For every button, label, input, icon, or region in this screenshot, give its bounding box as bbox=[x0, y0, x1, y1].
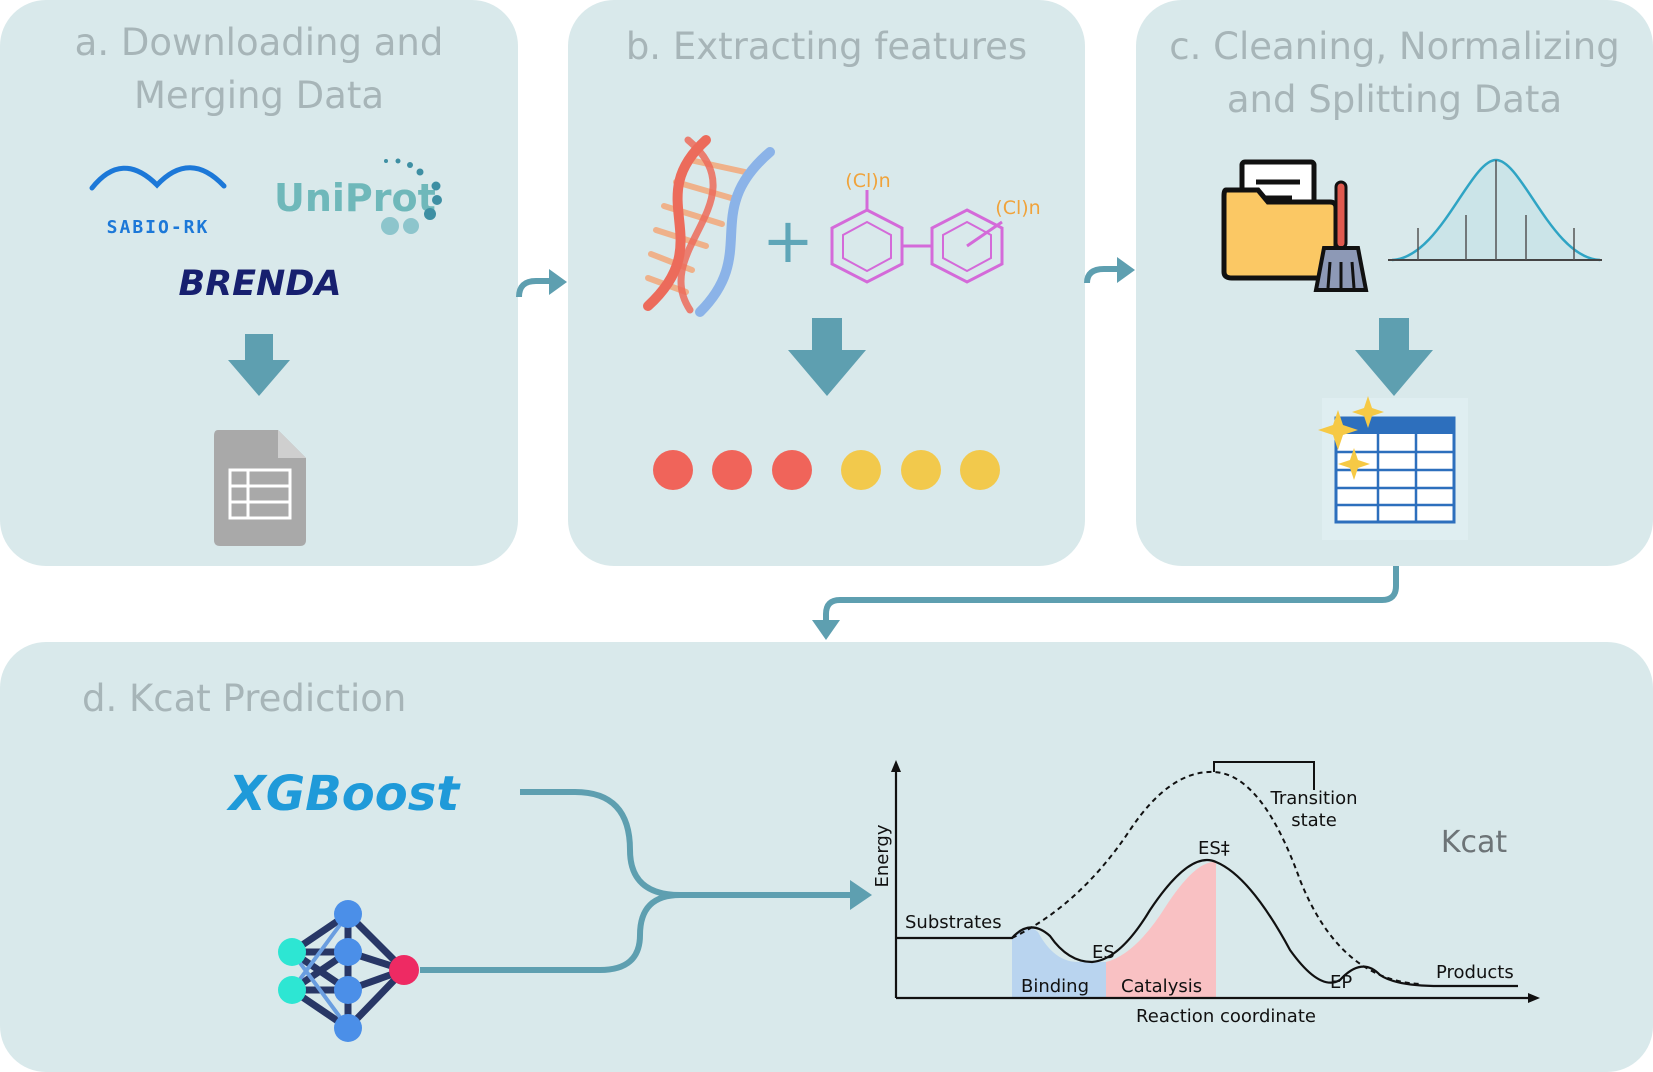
plus-sign: + bbox=[762, 204, 814, 277]
feature-vector bbox=[653, 450, 1000, 490]
arrow-b-to-c bbox=[1084, 266, 1118, 284]
catalysis-region bbox=[1106, 861, 1216, 998]
feature-dot bbox=[772, 450, 812, 490]
panel-a-title: a. Downloading and Merging Data bbox=[74, 21, 444, 117]
binding-region bbox=[1012, 927, 1106, 998]
xgboost-logo: XGBoost bbox=[226, 766, 462, 822]
spreadsheet-file-icon bbox=[214, 430, 306, 546]
chem-label-2: (Cl)n bbox=[995, 197, 1040, 219]
transition-state-bracket bbox=[1213, 761, 1315, 790]
binding-label: Binding bbox=[1021, 976, 1089, 997]
normal-distribution-icon bbox=[1388, 158, 1602, 262]
down-arrow-icon bbox=[1355, 318, 1433, 396]
merge-arrow-icon bbox=[420, 789, 872, 973]
substrates-label: Substrates bbox=[905, 912, 1002, 933]
panel-kcat-prediction bbox=[0, 642, 1653, 1072]
feature-dot bbox=[841, 450, 881, 490]
uncatalyzed-curve bbox=[1011, 770, 1421, 985]
energy-diagram: Energy Reaction coordinate Substrates ES… bbox=[872, 760, 1540, 1027]
energy-axis-label: Energy bbox=[872, 824, 893, 887]
uniprot-logo-icon: UniProt bbox=[274, 158, 442, 235]
es-label: ES bbox=[1092, 942, 1115, 963]
arrow-a-to-b bbox=[516, 278, 550, 298]
neural-network-icon bbox=[278, 900, 419, 1042]
kcat-label: Kcat bbox=[1441, 825, 1508, 860]
uniprot-label: UniProt bbox=[274, 176, 436, 220]
sabio-rk-label: SABIO-RK bbox=[107, 217, 210, 238]
ep-label: EP bbox=[1330, 972, 1352, 993]
arrow-c-to-d bbox=[823, 566, 1399, 624]
es-transition-label: ES‡ bbox=[1198, 838, 1230, 859]
products-label: Products bbox=[1436, 962, 1514, 983]
feature-dot bbox=[960, 450, 1000, 490]
panel-c-title: c. Cleaning, Normalizing and Splitting D… bbox=[1169, 25, 1620, 121]
down-arrow-icon bbox=[788, 318, 866, 396]
chem-label-1: (Cl)n bbox=[845, 170, 890, 192]
panel-d-title: d. Kcat Prediction bbox=[82, 677, 407, 720]
feature-dot bbox=[712, 450, 752, 490]
dna-helix-icon bbox=[643, 135, 775, 317]
feature-dot bbox=[653, 450, 693, 490]
brenda-logo-icon: BRENDA bbox=[179, 264, 342, 304]
panel-b-title: b. Extracting features bbox=[625, 25, 1028, 68]
sparkling-table-icon bbox=[1318, 396, 1468, 540]
reaction-coordinate-label: Reaction coordinate bbox=[1136, 1006, 1316, 1027]
folder-cleaning-brush-icon bbox=[1221, 159, 1369, 292]
catalysis-label: Catalysis bbox=[1121, 976, 1202, 997]
feature-dot bbox=[901, 450, 941, 490]
down-arrow-icon bbox=[228, 334, 290, 396]
sabio-rk-logo-icon: SABIO-RK bbox=[89, 165, 227, 238]
biphenyl-molecule-icon: (Cl)n (Cl)n bbox=[830, 170, 1041, 284]
